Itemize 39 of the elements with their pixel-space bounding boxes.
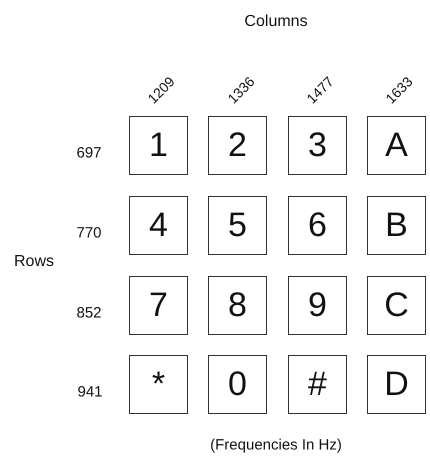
key-box xyxy=(129,116,188,175)
key-box xyxy=(208,276,267,335)
key-box xyxy=(208,196,267,255)
frequency-label: 697 xyxy=(76,146,102,160)
key-label: 9 xyxy=(308,286,327,325)
key-label: 0 xyxy=(228,365,247,404)
key-box xyxy=(288,355,347,414)
key-label: A xyxy=(385,126,408,165)
key-label: D xyxy=(384,365,409,404)
frequency-label: 852 xyxy=(76,306,102,320)
key-label: 1 xyxy=(149,126,168,165)
key-label: 6 xyxy=(308,206,327,245)
key-label: 8 xyxy=(228,286,247,325)
key-label: # xyxy=(308,365,327,404)
key-box xyxy=(129,355,188,414)
frequency-label: 770 xyxy=(76,226,102,240)
frequency-label: 941 xyxy=(77,384,103,400)
units-note: (Frequencies In Hz) xyxy=(210,438,342,452)
key-box xyxy=(288,276,347,335)
axis-title: Rows xyxy=(14,254,54,270)
key-label: * xyxy=(152,365,166,404)
key-label: 2 xyxy=(228,126,247,165)
key-box xyxy=(129,196,188,255)
key-label: 5 xyxy=(228,206,247,245)
key-label: 4 xyxy=(149,206,168,245)
key-label: C xyxy=(384,286,409,325)
key-label: 7 xyxy=(149,286,168,325)
key-box xyxy=(288,196,347,255)
key-box xyxy=(129,276,188,335)
key-label: 3 xyxy=(308,126,327,165)
key-label: B xyxy=(385,206,408,245)
key-box xyxy=(367,276,426,335)
key-box xyxy=(367,196,426,255)
key-box xyxy=(208,116,267,175)
key-box xyxy=(367,355,426,414)
key-box xyxy=(367,116,426,175)
axis-title: Columns xyxy=(244,14,308,30)
key-box xyxy=(288,116,347,175)
key-box xyxy=(208,355,267,414)
